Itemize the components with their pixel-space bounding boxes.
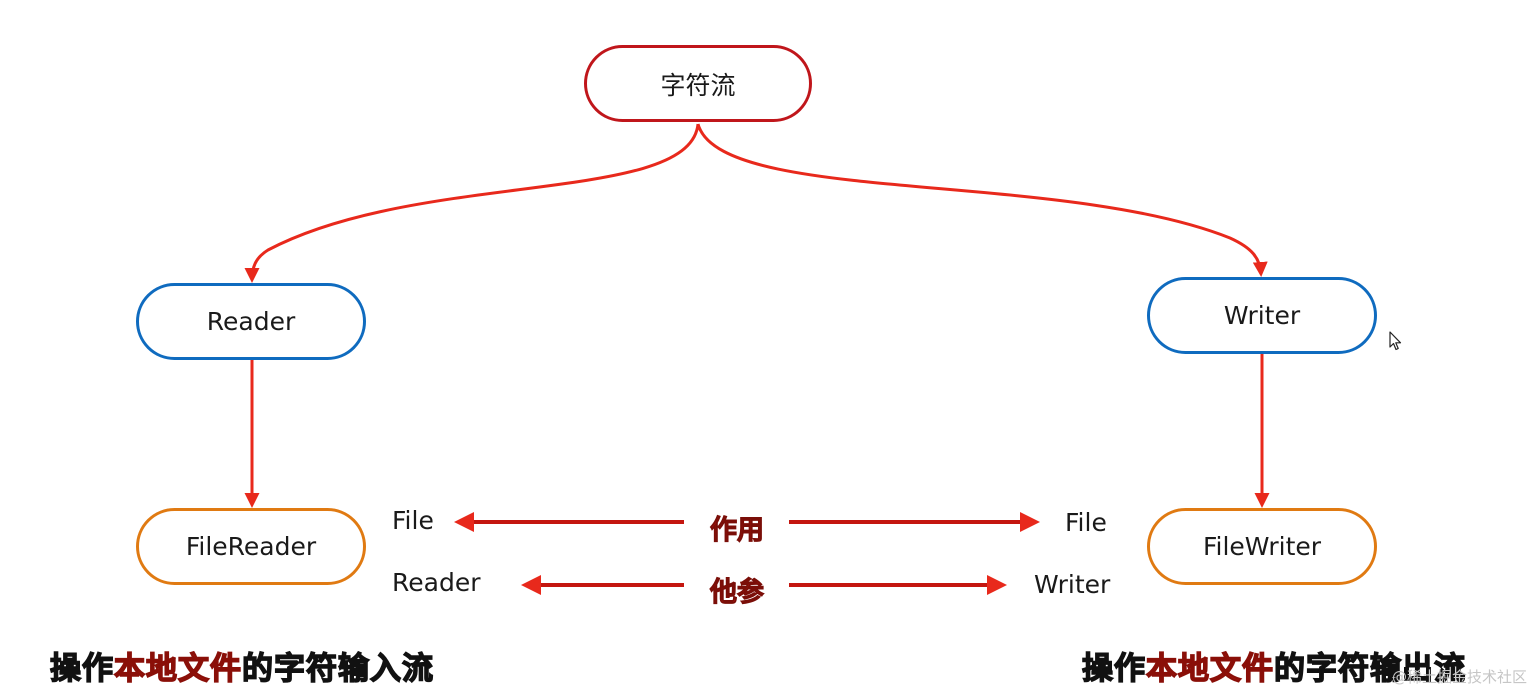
split-label-writer-right: Writer — [1034, 570, 1111, 599]
arrow-root-to-writer — [696, 123, 1268, 277]
caption-right-suffix: 的字符输出流 — [1273, 650, 1466, 687]
split-label-file-right: File — [1065, 508, 1107, 537]
node-character-stream: 字符流 — [584, 45, 812, 122]
node-filewriter: FileWriter — [1147, 508, 1377, 585]
split-label-file-left: File — [392, 506, 434, 535]
split-label-reader-left: Reader — [392, 568, 481, 597]
node-reader: Reader — [136, 283, 366, 360]
caption-left-suffix: 的字符输入流 — [241, 650, 434, 687]
keyword-label-bottom: 他参 — [710, 577, 765, 609]
caption-left-highlight: 本地文件 — [113, 650, 242, 687]
node-writer: Writer — [1147, 277, 1377, 354]
caption-left-prefix: 操作 — [49, 650, 114, 687]
node-filereader: FileReader — [136, 508, 366, 585]
watermark: @稀土掘金技术社区 — [1391, 668, 1527, 686]
caption-input-stream: 操作本地文件的字符输入流 — [49, 643, 434, 688]
mouse-pointer-icon — [1389, 331, 1402, 351]
keyword-label-top: 作用 — [710, 515, 765, 547]
arrow-root-to-reader — [244, 123, 700, 283]
caption-right-prefix: 操作 — [1081, 650, 1146, 687]
caption-output-stream: 操作本地文件的字符输出流 — [1081, 643, 1466, 688]
caption-right-highlight: 本地文件 — [1145, 650, 1274, 687]
